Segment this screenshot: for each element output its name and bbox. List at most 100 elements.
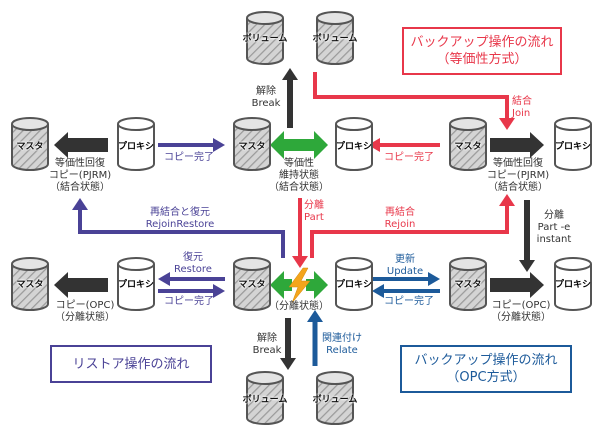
rejoin-restore-label: 再結合と復元 RejoinRestore — [140, 207, 220, 231]
rejoin-restore-label-en: RejoinRestore — [145, 219, 215, 230]
opc-copy-done-label: コピー完了 — [384, 296, 434, 307]
break-top-label-en: Break — [251, 98, 281, 109]
master-right-bottom-cylinder — [449, 257, 487, 311]
restore-label: 復元 Restore — [168, 252, 218, 276]
proxy-center-bottom-cylinder — [335, 257, 373, 311]
pjrm-restore-arrow-body — [68, 138, 108, 152]
part-instant-label-line-3: instant — [536, 234, 572, 245]
rejoin-arrowhead — [499, 194, 515, 206]
part-instant-label: 分離 Part -e instant — [530, 210, 578, 246]
volume-bottom-left-label: ボリューム — [242, 395, 288, 405]
opc-backup-copy-label: コピー(OPC) （分離状態） — [486, 300, 556, 324]
master-left-top-cylinder — [11, 117, 49, 171]
backup-pjrm-label-line-1: 等価性回復 — [493, 158, 543, 169]
part-instant-label-line-1: 分離 — [544, 210, 564, 221]
restore-copy-done-bottom-label: コピー完了 — [164, 296, 214, 307]
opc-backup-copy-label-line-1: コピー(OPC) — [491, 300, 551, 311]
proxy-left-top-label: プロキシ — [117, 142, 154, 152]
proxy-right-top-label: プロキシ — [554, 142, 591, 152]
backup-pjrm-label: 等価性回復 コピー(PJRM) （結合状態） — [478, 158, 558, 194]
rejoin-restore-connector-line — [78, 210, 285, 258]
restore-pjrm-label: 等価性回復 コピー(PJRM) （結合状態） — [40, 158, 120, 194]
equivalence-state-label: 等価性 維持状態 （結合状態） — [264, 158, 334, 194]
join-label-ja: 結合 — [512, 96, 532, 107]
break-top-arrowhead — [282, 68, 298, 80]
volume-bottom-right-cylinder — [316, 371, 354, 425]
restore-pjrm-label-line-3: （結合状態） — [50, 182, 110, 193]
join-connector-line — [313, 72, 509, 118]
rejoin-restore-label-ja: 再結合と復元 — [150, 207, 210, 218]
rejoin-restore-arrowhead — [72, 198, 88, 210]
backup-opc-title-line-2: （OPC方式） — [446, 370, 526, 385]
break-bottom-label-ja: 解除 — [257, 333, 277, 344]
backup-equivalence-title-box: バックアップ操作の流れ （等価性方式） — [402, 27, 562, 75]
separated-right-arrow — [306, 271, 328, 299]
lightning-bolt-icon — [288, 267, 311, 304]
copy-done-restore-arrowhead-bottom — [213, 284, 225, 298]
restore-label-ja: 復元 — [183, 252, 203, 263]
proxy-right-top-cylinder — [554, 117, 592, 171]
volume-top-right-cylinder — [316, 11, 354, 65]
part-arrowhead — [292, 256, 308, 268]
master-right-top-label: マスタ — [454, 142, 482, 152]
volume-top-left-cylinder — [246, 11, 284, 65]
part-label-ja: 分離 — [304, 200, 324, 211]
proxy-center-top-cylinder — [335, 117, 373, 171]
backup-opc-title-box: バックアップ操作の流れ （OPC方式） — [400, 345, 572, 393]
opc-backup-copy-label-line-2: （分離状態） — [491, 312, 551, 323]
backup-pjrm-label-line-3: （結合状態） — [488, 182, 548, 193]
opc-backup-arrowhead — [530, 272, 544, 298]
break-top-label: 解除 Break — [248, 86, 284, 110]
break-bottom-label: 解除 Break — [250, 333, 284, 357]
restore-title: リストア操作の流れ — [72, 356, 190, 372]
backup-pjrm-label-line-2: コピー(PJRM) — [486, 170, 550, 181]
break-bottom-arrowhead — [280, 358, 296, 370]
restore-opc-label-line-2: （分離状態） — [55, 312, 115, 323]
proxy-center-bottom-label: プロキシ — [335, 280, 372, 290]
rejoin-label: 再結合 Rejoin — [370, 207, 430, 231]
copy-done-restore-arrowhead-top — [213, 138, 225, 152]
master-center-bottom-label: マスタ — [238, 280, 266, 290]
relate-label-ja: 関連付け — [322, 333, 362, 344]
restore-copy-done-top-label: コピー完了 — [164, 152, 214, 163]
backup-copy-done-label: コピー完了 — [384, 152, 434, 163]
master-right-bottom-label: マスタ — [454, 280, 482, 290]
proxy-left-bottom-cylinder — [117, 257, 155, 311]
proxy-left-bottom-label: プロキシ — [117, 280, 154, 290]
equivalence-state-line-3: （結合状態） — [269, 182, 329, 193]
equivalence-state-line-2: 維持状態 — [279, 170, 319, 181]
update-arrowhead — [428, 272, 440, 286]
equivalence-double-arrow — [270, 131, 328, 159]
master-center-top-label: マスタ — [238, 142, 266, 152]
pjrm-backup-arrow-body — [490, 138, 530, 152]
restore-pjrm-label-line-2: コピー(PJRM) — [48, 170, 112, 181]
volume-top-left-label: ボリューム — [242, 34, 288, 44]
backup-equivalence-title-line-1: バックアップ操作の流れ — [410, 35, 554, 50]
master-left-bottom-cylinder — [11, 257, 49, 311]
volume-bottom-right-label: ボリューム — [312, 395, 358, 405]
copy-done-backup-arrowhead — [368, 138, 380, 152]
restore-opc-label: コピー(OPC) （分離状態） — [50, 300, 120, 324]
break-top-label-ja: 解除 — [256, 86, 276, 97]
part-instant-arrowhead — [519, 260, 535, 272]
update-label-ja: 更新 — [395, 254, 415, 265]
rejoin-connector-line — [310, 205, 509, 258]
proxy-center-top-label: プロキシ — [335, 142, 372, 152]
equivalence-state-line-1: 等価性 — [284, 158, 314, 169]
relate-label: 関連付け Relate — [322, 333, 362, 357]
proxy-right-bottom-cylinder — [554, 257, 592, 311]
proxy-left-top-cylinder — [117, 117, 155, 171]
restore-arrowhead — [158, 272, 170, 286]
opc-backup-arrow-body — [490, 278, 530, 292]
part-instant-label-line-2: Part -e — [537, 222, 571, 233]
join-arrowhead — [499, 118, 515, 130]
restore-opc-label-line-1: コピー(OPC) — [55, 300, 115, 311]
pjrm-restore-arrowhead — [54, 132, 68, 158]
rejoin-label-ja: 再結合 — [385, 207, 415, 218]
volume-top-right-label: ボリューム — [312, 34, 358, 44]
opc-restore-arrow-body — [68, 278, 108, 292]
update-label-en: Update — [386, 266, 424, 277]
master-left-top-label: マスタ — [16, 142, 44, 152]
restore-pjrm-label-line-1: 等価性回復 — [55, 158, 105, 169]
master-center-bottom-cylinder — [233, 257, 271, 311]
